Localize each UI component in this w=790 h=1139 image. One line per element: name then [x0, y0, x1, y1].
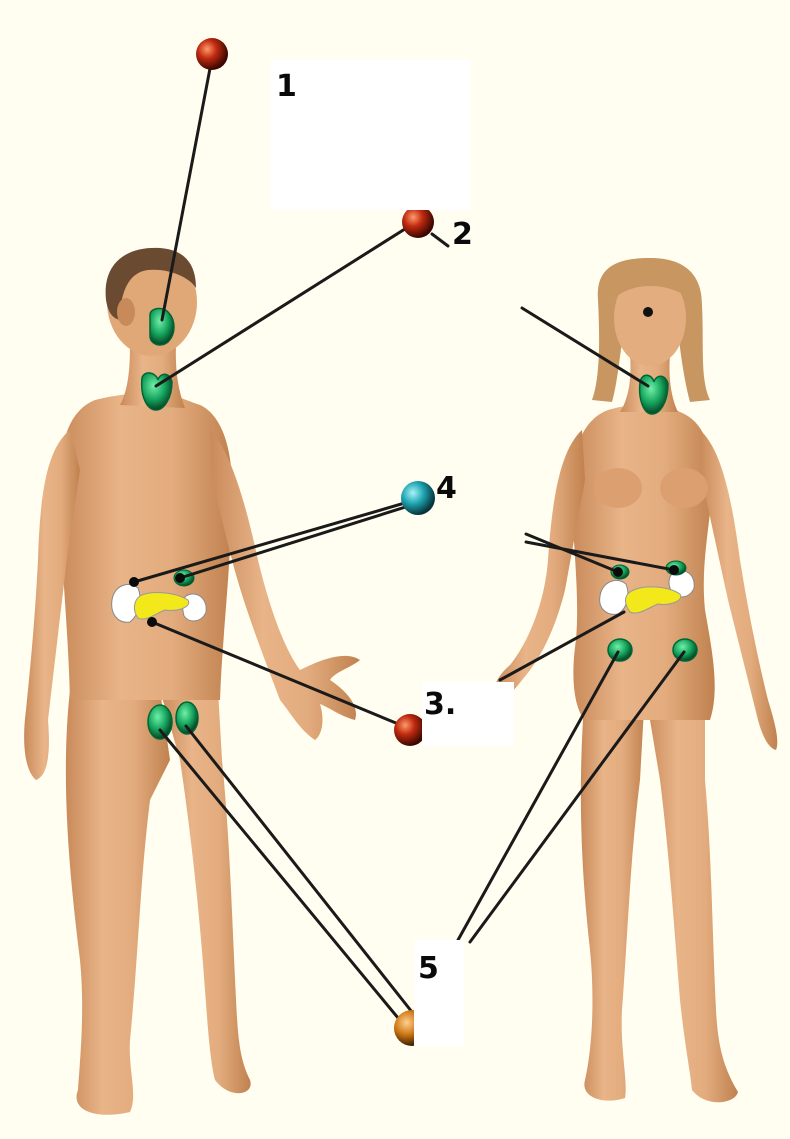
- female-breast-left: [594, 468, 642, 508]
- female-ovary-right: [673, 639, 697, 661]
- female-figure: [493, 258, 777, 1102]
- male-left-leg: [66, 690, 170, 1115]
- marker-4-sphere: [401, 481, 435, 515]
- male-ear: [117, 298, 135, 326]
- female-pituitary-dot: [643, 307, 653, 317]
- dot-male-adrenal-left: [129, 577, 139, 587]
- male-right-arm: [210, 430, 360, 740]
- label-2: 2: [452, 220, 473, 250]
- label-1: 1: [276, 72, 297, 102]
- dot-male-adrenal-right: [175, 573, 185, 583]
- female-ovary-left: [608, 639, 632, 661]
- label-5: 5: [418, 954, 439, 984]
- dot-male-pancreas: [147, 617, 157, 627]
- female-left-leg: [581, 690, 645, 1101]
- male-figure: [24, 248, 360, 1115]
- marker-1-sphere: [196, 38, 228, 70]
- female-right-leg: [645, 690, 738, 1102]
- leader-line-2-tick: [432, 234, 448, 246]
- dot-female-adrenal-left: [613, 567, 623, 577]
- label-4: 4: [436, 474, 457, 504]
- female-breast-right: [660, 468, 708, 508]
- dot-female-adrenal-right: [669, 565, 679, 575]
- marker-2-sphere: [402, 206, 434, 238]
- mask-box-upper: [270, 60, 470, 210]
- label-3: 3.: [424, 690, 456, 720]
- male-testis-left: [148, 705, 172, 739]
- male-torso: [60, 392, 232, 700]
- male-adrenal-right: [183, 594, 207, 621]
